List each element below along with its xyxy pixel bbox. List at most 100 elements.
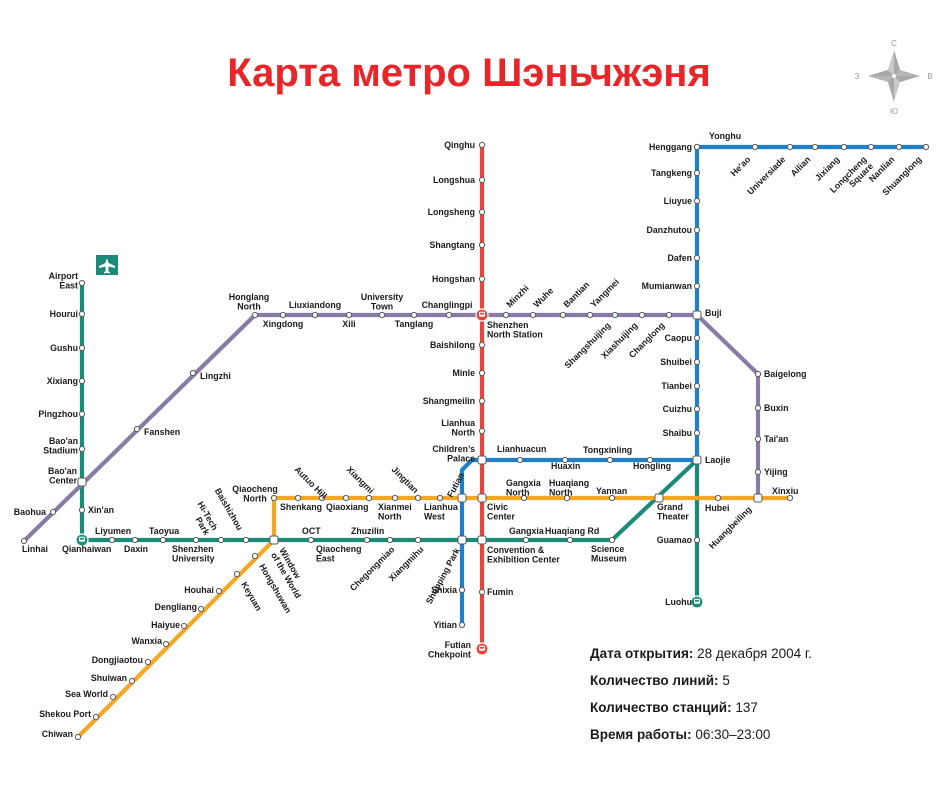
- interchange-huangbeiling: [753, 493, 763, 503]
- station-label-gushu: Gushu: [50, 343, 78, 353]
- station-wanxia: [162, 640, 170, 648]
- station-label-longsheng: Longsheng: [428, 207, 475, 217]
- station-henggang: [693, 143, 701, 151]
- station-mumianwan: [693, 282, 701, 290]
- station-label-qianhaiwan: Qianhaiwan: [62, 544, 111, 554]
- station-sea-world: [109, 693, 117, 701]
- station-shuanglong: [922, 143, 930, 151]
- station-label-hourui: Hourui: [50, 309, 78, 319]
- station-fumin: [478, 588, 486, 596]
- station-label-yijing: Yijing: [764, 467, 788, 477]
- station-label-haiyue: Haiyue: [151, 620, 180, 630]
- station-tongxinling: [606, 456, 614, 464]
- station-label-keyuan: Keyuan: [239, 580, 264, 613]
- station-huaqiang-rd: [566, 536, 574, 544]
- station-baishizhou: [242, 536, 250, 544]
- station-qinghu: [478, 141, 486, 149]
- station-label-yannan: Yannan: [596, 486, 627, 496]
- station-universiade: [786, 143, 794, 151]
- station-label-baigelong: Baigelong: [764, 369, 807, 379]
- station-label-tai-an: Tai'an: [764, 434, 788, 444]
- station-label-hongshan: Hongshan: [432, 274, 475, 284]
- info-row-line-count: Количество линий: 5: [590, 673, 730, 688]
- station-daxin: [131, 536, 139, 544]
- station-minle: [478, 369, 486, 377]
- station-keyuan: [233, 570, 241, 578]
- station-label-ailian: Ailian: [788, 154, 812, 178]
- station-baishilong: [478, 341, 486, 349]
- station-xingdong: [279, 311, 287, 319]
- station-label-sea-world: Sea World: [65, 689, 108, 699]
- station-label-wuhe: Wuhe: [531, 285, 555, 309]
- station-shaibu: [693, 429, 701, 437]
- station-caopu: [693, 334, 701, 342]
- compass-west-label: З: [855, 72, 860, 81]
- interchange-grand-theater: [654, 493, 664, 503]
- station-liyumen: [108, 536, 116, 544]
- station-label-bantian: Bantian: [561, 280, 591, 310]
- station-label-tanglang: Tanglang: [395, 319, 433, 329]
- station-longshua: [478, 176, 486, 184]
- station-label-dongjiaotou: Dongjiaotou: [92, 655, 143, 665]
- station-fanshen: [133, 425, 141, 433]
- station-label-tongxinling: Tongxinling: [583, 445, 632, 455]
- interchange-window-of-the-world: [269, 535, 279, 545]
- station-label-liuxiandong: Liuxiandong: [289, 300, 341, 310]
- station-gushu: [78, 344, 86, 352]
- station-label-shekou-port: Shekou Port: [39, 709, 91, 719]
- station-label-convention-exhibition-center: Convention &Exhibition Center: [487, 545, 560, 565]
- station-xixiang: [78, 377, 86, 385]
- station-hongshuwan: [251, 552, 259, 560]
- station-changlong: [665, 311, 673, 319]
- station-label-shuibei: Shuibei: [660, 357, 692, 367]
- station-shangtang: [478, 241, 486, 249]
- station-label-shangmeilin: Shangmeilin: [423, 396, 475, 406]
- station-changlingpi: [445, 311, 453, 319]
- line-3-blue-south: [459, 457, 700, 628]
- station-label-henggang: Henggang: [649, 142, 692, 152]
- station-label-chiwan: Chiwan: [42, 729, 73, 739]
- station-label-yitian: Yitian: [433, 620, 457, 630]
- compass-east-label: В: [927, 72, 932, 81]
- station-dafen: [693, 254, 701, 262]
- station-cuizhu: [693, 405, 701, 413]
- station-label-hubei: Hubei: [705, 503, 729, 513]
- station-label-baishilong: Baishilong: [430, 340, 475, 350]
- station-label-pingzhou: Pingzhou: [38, 409, 78, 419]
- station-label-longshua: Longshua: [433, 175, 475, 185]
- station-linhai: [20, 537, 28, 545]
- station-tanglang: [410, 311, 418, 319]
- station-label-xixiang: Xixiang: [47, 376, 78, 386]
- station-label-luohu: Luohu: [665, 597, 692, 607]
- station-dengliang: [197, 605, 205, 613]
- station-honglang-north: [251, 311, 259, 319]
- station-hi-tech-park: [217, 536, 225, 544]
- station-hongshan: [478, 275, 486, 283]
- station-label-tangkeng: Tangkeng: [651, 168, 692, 178]
- station-label-xili: Xili: [342, 319, 355, 329]
- interchange-buji: [692, 310, 702, 320]
- station-chegongmiao: [386, 536, 394, 544]
- station-longsheng: [478, 208, 486, 216]
- station-liuyue: [693, 197, 701, 205]
- station-taoyua: [159, 536, 167, 544]
- station-label-jingtian: Jingtian: [390, 464, 421, 495]
- line-2-orange: [75, 495, 793, 740]
- station-buxin: [754, 404, 762, 412]
- station-label-mumianwan: Mumianwan: [642, 281, 692, 291]
- station-lianhua-west: [436, 494, 444, 502]
- station-label-qinghu: Qinghu: [444, 140, 475, 150]
- station-lianhuacun: [516, 456, 524, 464]
- station-label-liuyue: Liuyue: [664, 196, 692, 206]
- info-row-station-count: Количество станций: 137: [590, 700, 758, 715]
- station-label-dafen: Dafen: [668, 253, 692, 263]
- train-icon: [690, 595, 704, 609]
